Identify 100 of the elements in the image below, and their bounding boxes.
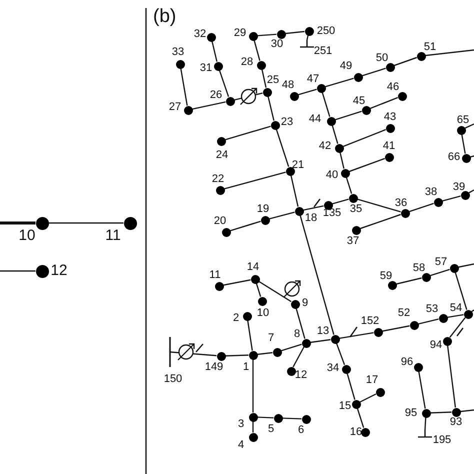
line-segment (335, 110, 362, 120)
line-segment (247, 320, 253, 351)
line-segment (357, 198, 401, 212)
line-segment (276, 129, 290, 167)
bus-number: 251 (314, 45, 332, 57)
line-segment (0, 270, 36, 272)
bus-number: 52 (398, 307, 410, 319)
bus-number: 10 (256, 307, 270, 319)
line-segment (257, 416, 274, 418)
line-segment (360, 214, 401, 230)
line-segment (223, 279, 251, 286)
line-segment (170, 351, 217, 356)
line-segment (418, 318, 439, 324)
line-segment (356, 408, 364, 428)
line-segment (252, 422, 254, 432)
bus-number: 54 (450, 302, 462, 314)
line-segment (449, 317, 466, 338)
line-segment (454, 272, 468, 310)
line-segment (425, 49, 474, 56)
bus-number: 29 (234, 27, 246, 39)
bus-number: 94 (430, 339, 442, 351)
line-segment (268, 96, 274, 121)
bus-number: 39 (452, 181, 466, 193)
line-segment (342, 129, 386, 147)
bus-number: 51 (424, 41, 436, 53)
bus-number: 93 (450, 416, 462, 428)
bus-number: 50 (376, 52, 388, 64)
line-segment (468, 189, 474, 194)
bus-number: 27 (168, 101, 182, 113)
bus-number: 3 (238, 418, 244, 430)
line-segment (296, 308, 306, 339)
bus-number: 66 (448, 151, 460, 163)
bus-number: 95 (404, 407, 418, 419)
panel-label: (b) (153, 6, 176, 28)
line-segment (458, 263, 474, 268)
bus-number: 18 (304, 212, 318, 224)
line-segment (225, 126, 271, 140)
line-segment (192, 101, 226, 110)
bus-number: 14 (246, 261, 260, 273)
bus-number: 57 (434, 256, 448, 268)
bus-number: 152 (360, 315, 380, 327)
bus-number: 59 (380, 270, 392, 282)
line-segment (442, 196, 461, 202)
line-segment (282, 418, 302, 420)
bus-number: 15 (338, 400, 352, 412)
bus-number: 250 (316, 25, 336, 37)
line-segment (256, 283, 262, 297)
bus-number: 135 (322, 207, 342, 219)
line-segment (424, 417, 426, 430)
line-segment (332, 198, 349, 204)
bus-number: 65 (456, 114, 470, 126)
bus-number: 24 (216, 149, 228, 161)
line-segment (224, 172, 286, 190)
bus-number: 22 (212, 173, 224, 185)
line-segment (394, 56, 417, 66)
bus-number: 13 (316, 325, 330, 337)
line-segment (460, 409, 474, 412)
line-segment (269, 212, 295, 220)
bus-number: 42 (318, 140, 332, 152)
bus-number: 30 (270, 38, 284, 50)
line-segment (281, 344, 302, 352)
line-segment (292, 346, 304, 368)
line-segment (298, 88, 317, 96)
bus-number: 53 (426, 303, 438, 315)
bus-number: 40 (326, 169, 338, 181)
line-segment (234, 92, 263, 100)
bus-number: 36 (394, 197, 408, 209)
line-segment (322, 92, 330, 117)
bus-number: 21 (292, 159, 304, 171)
line-segment (254, 40, 260, 61)
bus-number: 48 (282, 79, 294, 91)
line-segment (303, 205, 324, 211)
line-segment (218, 70, 230, 97)
line-segment (362, 68, 386, 76)
bus-number: 149 (204, 361, 224, 373)
bus-number: 8 (294, 328, 300, 340)
bus-number: 47 (306, 73, 320, 85)
bus-number: 7 (268, 332, 274, 344)
line-segment (290, 175, 299, 207)
bus-number: 37 (346, 235, 360, 247)
bus-number: 38 (424, 186, 438, 198)
line-segment (396, 277, 422, 285)
bus-number: 41 (382, 140, 396, 152)
line-segment (349, 158, 385, 172)
bus-number: 35 (350, 203, 362, 215)
line-segment (346, 177, 352, 194)
bus-number: 195 (432, 434, 452, 446)
bus-number: 26 (210, 89, 222, 101)
bus-number: 11 (105, 228, 121, 244)
line-segment (332, 125, 338, 144)
bus-number: 5 (268, 423, 274, 435)
line-segment (430, 412, 452, 414)
line-segment (461, 134, 466, 154)
bus-number: 12 (294, 369, 308, 381)
bus-number: 23 (280, 116, 294, 128)
bus-number: 46 (386, 81, 400, 93)
line-segment (257, 352, 273, 355)
bus-number: 1 (242, 361, 250, 373)
line-segment (310, 339, 331, 343)
bus-number: 45 (352, 95, 366, 107)
